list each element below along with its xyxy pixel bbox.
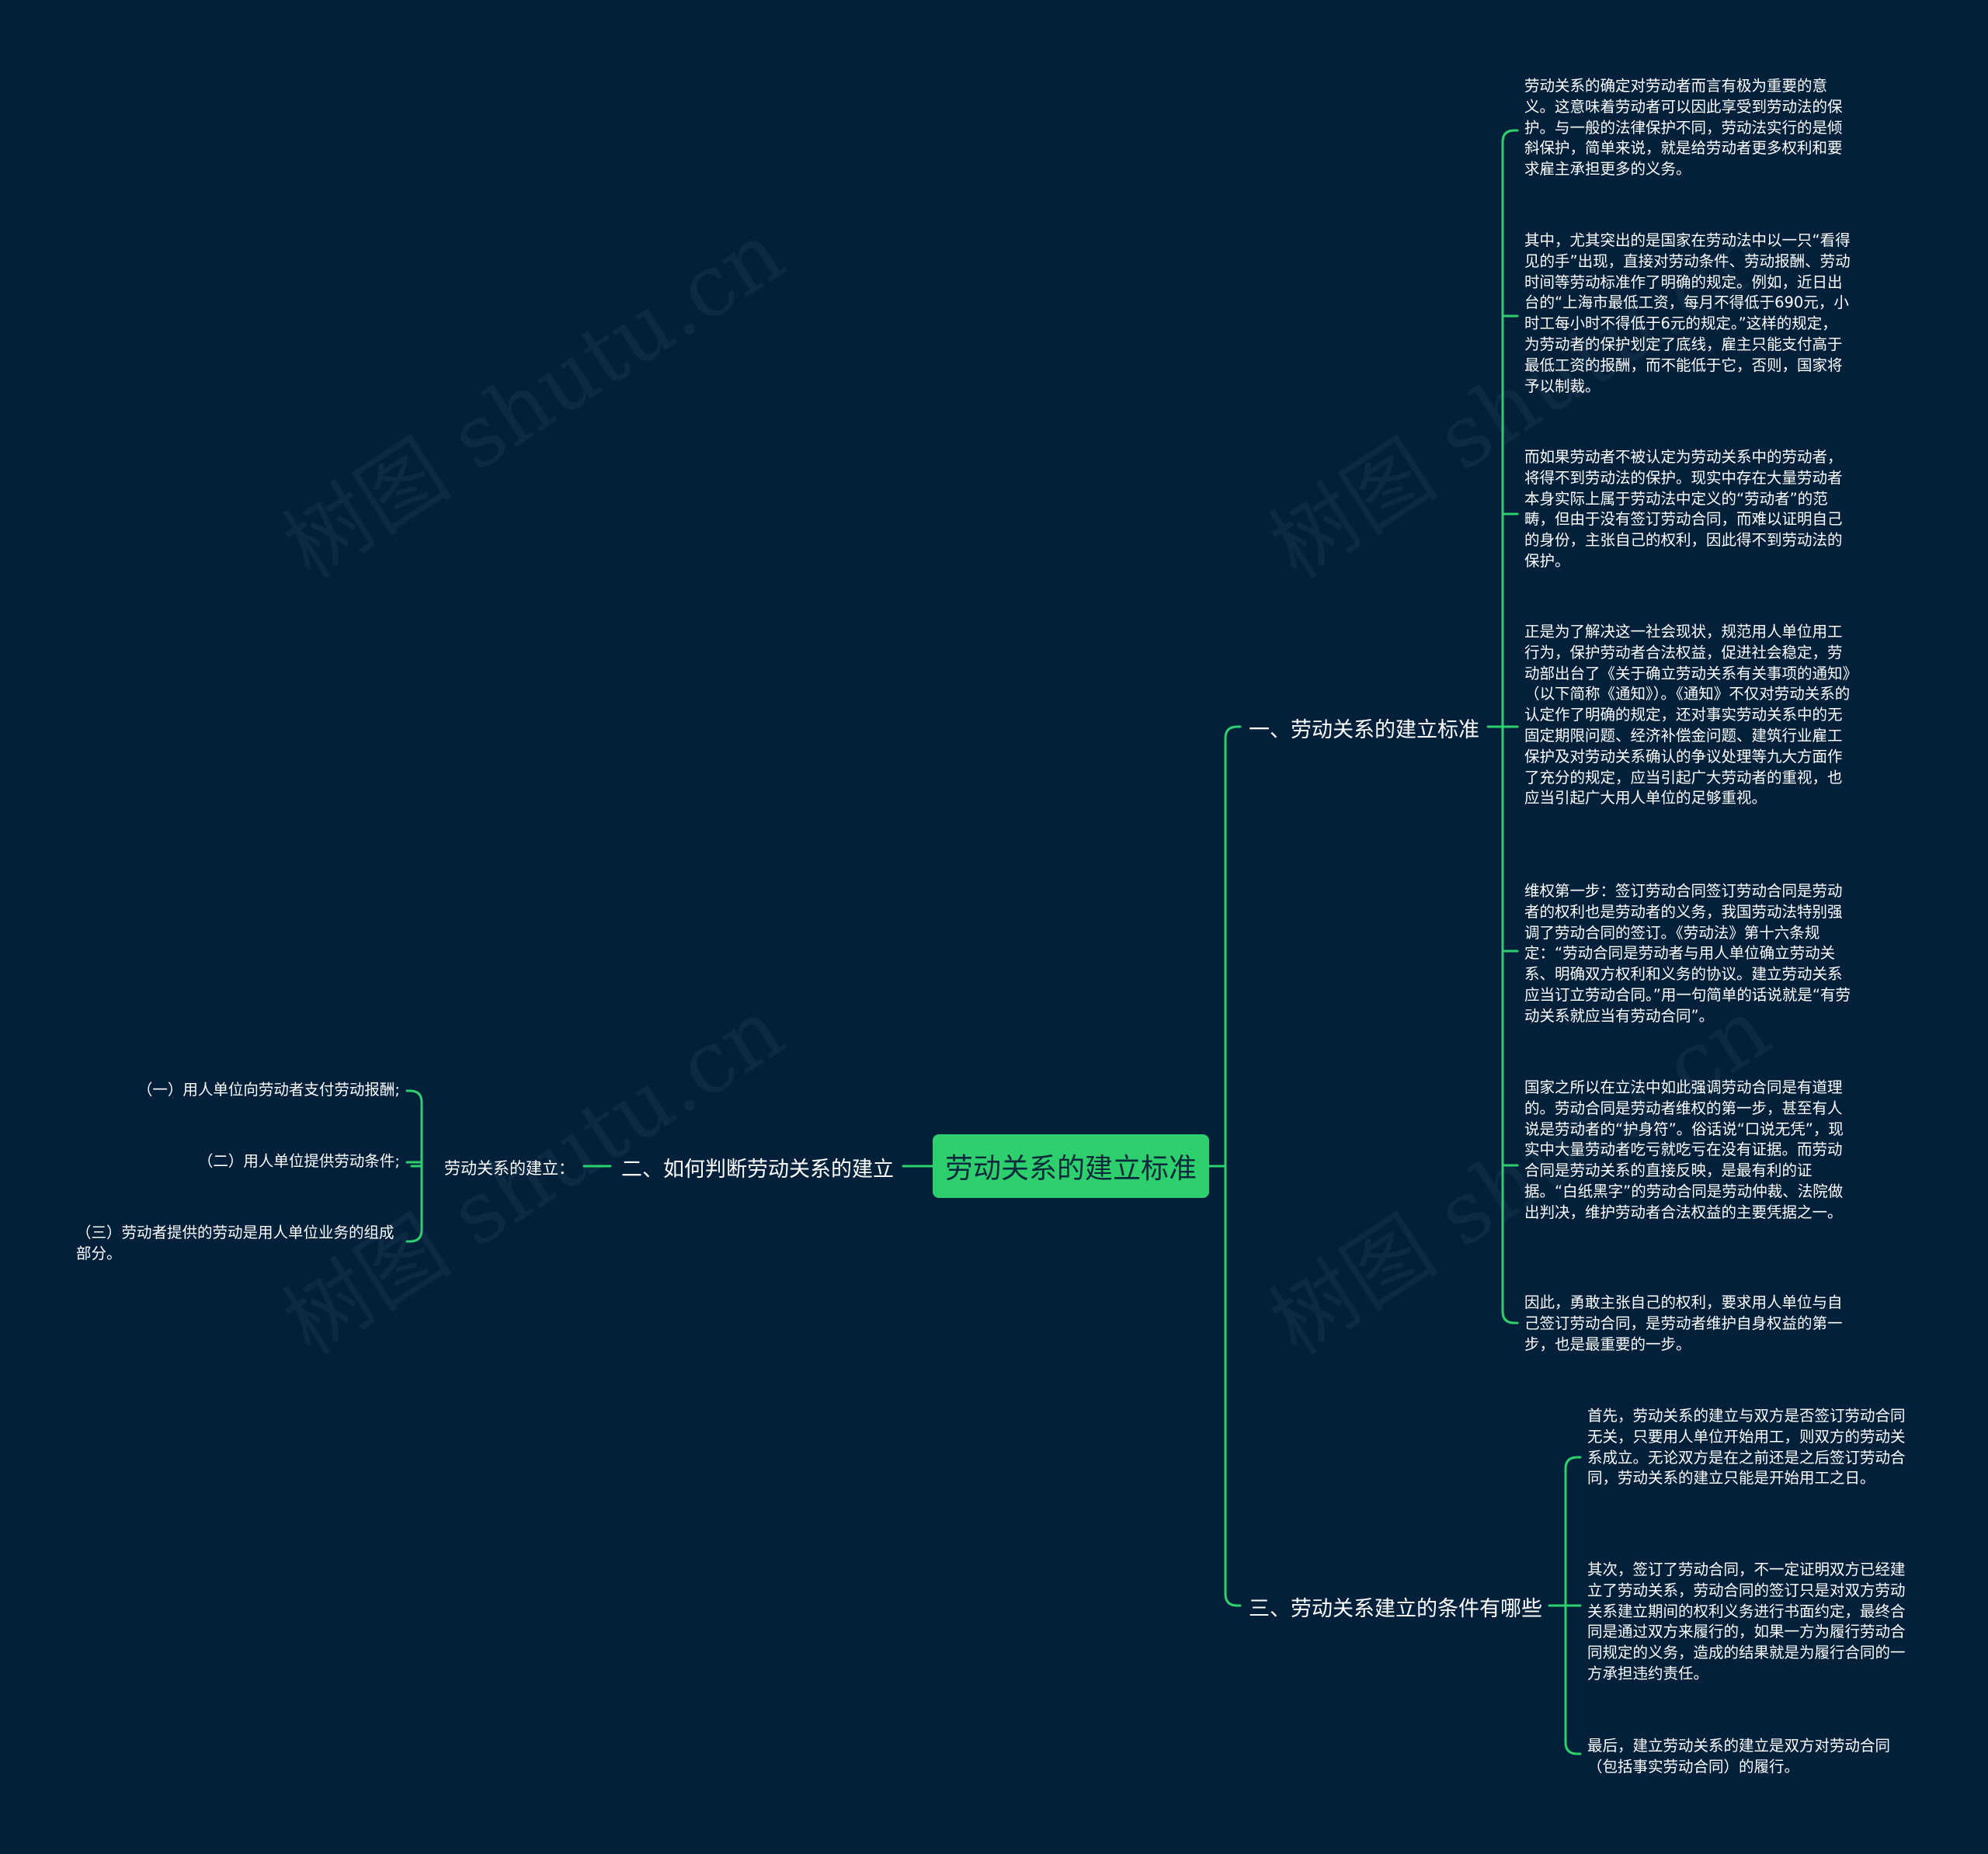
connector-line (1501, 129, 1519, 144)
leaf-node[interactable]: 维权第一步：签订劳动合同签订劳动合同是劳动者的权利也是劳动者的义务，我国劳动法特… (1524, 882, 1851, 1025)
leaf-node[interactable]: 而如果劳动者不被认定为劳动关系中的劳动者，将得不到劳动法的保护。现实中存在大量劳… (1524, 448, 1843, 570)
leaf-node[interactable]: 其次，签订了劳动合同，不一定证明双方已经建立了劳动关系，劳动合同的签订只是对双方… (1587, 1561, 1906, 1682)
connector-line (405, 1089, 423, 1104)
leaf-node[interactable]: （二）用人单位提供劳动条件; (197, 1152, 400, 1170)
connector-line (1564, 1456, 1582, 1470)
sub-node[interactable]: 劳动关系的建立： (444, 1159, 575, 1178)
leaf-node[interactable]: （三）劳动者提供的劳动是用人单位业务的组成部分。 (76, 1224, 394, 1262)
leaf-node[interactable]: 国家之所以在立法中如此强调劳动合同是有道理的。劳动合同是劳动者维权的第一步，甚至… (1524, 1078, 1844, 1221)
leaf-node[interactable]: 首先，劳动关系的建立与双方是否签订劳动合同无关，只要用人单位开始用工，则双方的劳… (1587, 1407, 1906, 1488)
connector-line (405, 1228, 423, 1243)
connector-line (1501, 1310, 1519, 1325)
branch-node-2[interactable]: 二、如何判断劳动关系的建立 (621, 1158, 894, 1182)
leaf-node[interactable]: 劳动关系的确定对劳动者而言有极为重要的意义。这意味着劳动者可以因此享受到劳动法的… (1524, 77, 1843, 179)
leaf-node[interactable]: 其中，尤其突出的是国家在劳动法中以一只“看得见的手”出现，直接对劳动条件、劳动报… (1524, 231, 1851, 395)
leaf-node[interactable]: （一）用人单位向劳动者支付劳动报酬; (137, 1081, 400, 1099)
branch-node-3[interactable]: 三、劳动关系建立的条件有哪些 (1249, 1597, 1542, 1621)
branch-node-1[interactable]: 一、劳动关系的建立标准 (1249, 718, 1479, 742)
connector-line (1224, 725, 1242, 740)
leaf-node[interactable]: 最后，建立劳动关系的建立是双方对劳动合同（包括事实劳动合同）的履行。 (1587, 1737, 1891, 1776)
connector-line (1224, 1592, 1242, 1607)
connector-line (1564, 1741, 1582, 1755)
leaf-node[interactable]: 正是为了解决这一社会现状，规范用人单位用工行为，保护劳动者合法权益，促进社会稳定… (1524, 623, 1851, 807)
leaf-node[interactable]: 因此，勇敢主张自己的权利，要求用人单位与自己签订劳动合同，是劳动者维护自身权益的… (1524, 1293, 1843, 1353)
root-node[interactable]: 劳动关系的建立标准 (933, 1134, 1209, 1198)
